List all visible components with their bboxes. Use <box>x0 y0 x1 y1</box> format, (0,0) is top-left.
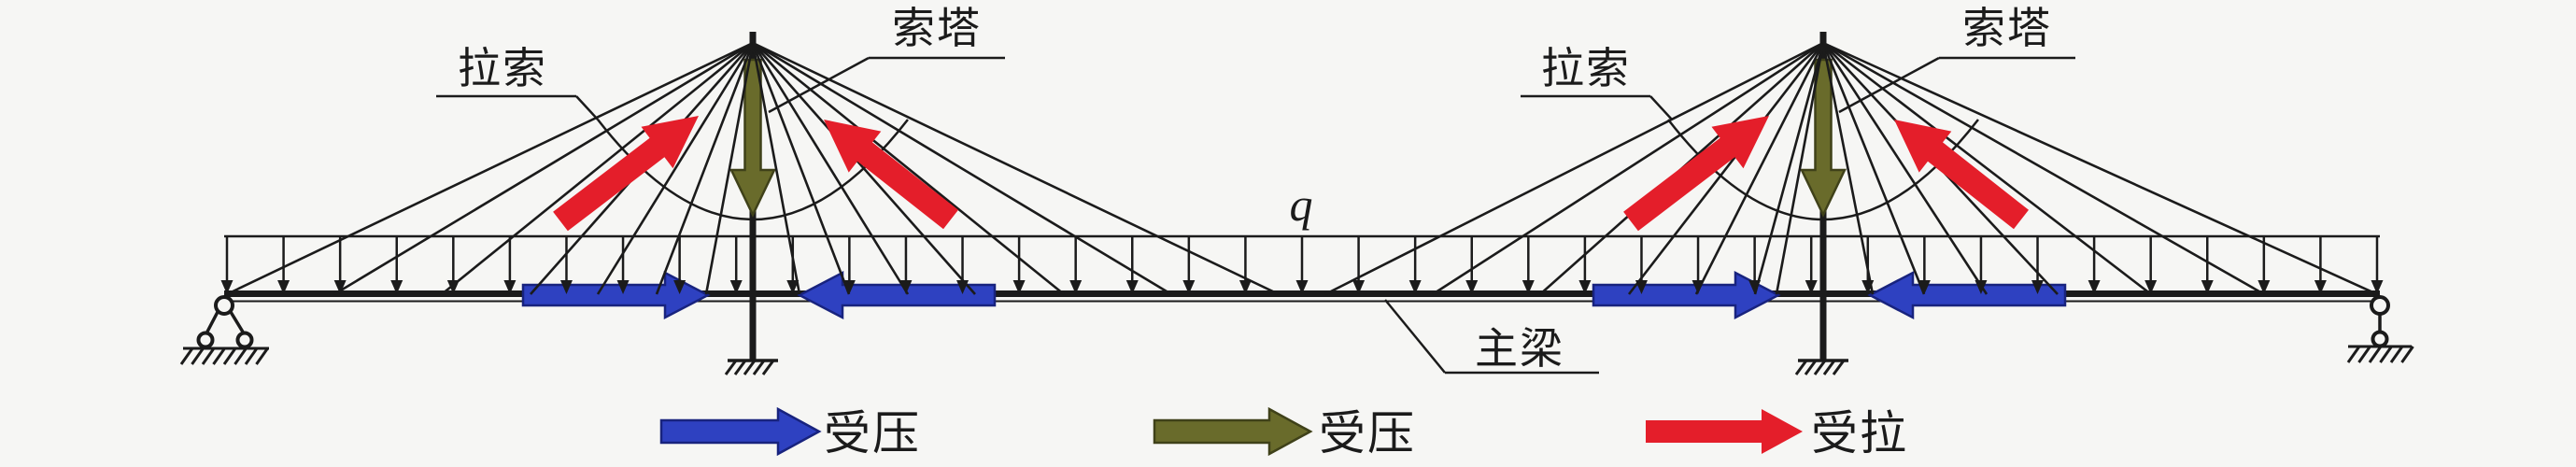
legend-label-tower-compression: 受压 <box>1319 407 1416 460</box>
end-supports <box>179 295 2414 365</box>
girder-label: 主梁 <box>1475 325 1564 373</box>
cable-label-left: 拉索 <box>458 45 547 92</box>
tower-label-left: 索塔 <box>892 5 982 52</box>
legend-label-beam-compression: 受压 <box>824 407 921 460</box>
legend-label-cable-tension: 受拉 <box>1811 407 1908 460</box>
tower-label-right: 索塔 <box>1962 5 2052 52</box>
label-leader-lines <box>436 56 2075 375</box>
distributed-load-arrows <box>220 234 2384 294</box>
legend: 受压 受压 受拉 <box>659 406 1908 460</box>
cable-label-right: 拉索 <box>1541 45 1631 92</box>
distributed-load-label: q <box>1290 178 1313 231</box>
cable-fan-arcs <box>597 119 1979 221</box>
cable-fans <box>226 41 2378 296</box>
cable-tension-arrows <box>553 116 2029 232</box>
